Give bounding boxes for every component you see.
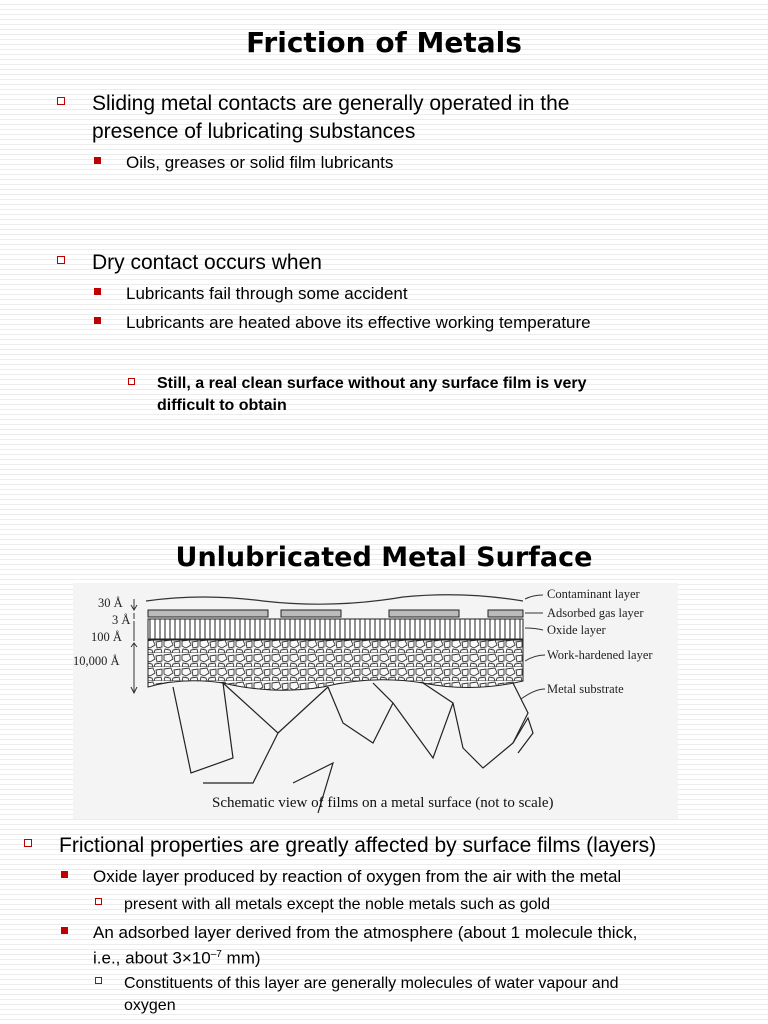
bullet-square-icon (24, 839, 32, 847)
sub-bullet-oxide: Oxide layer produced by reaction of oxyg… (93, 867, 622, 886)
slide2-title: Unlubricated Metal Surface (175, 542, 593, 573)
bullet-filled-icon (61, 871, 68, 878)
bullet-square-icon (128, 378, 135, 385)
bullet-filled-icon (94, 317, 101, 324)
layer-label-adsorbed: Adsorbed gas layer (547, 606, 644, 620)
dim-label-30: 30 Å (98, 596, 123, 610)
sub-bullet-adsorbed-line1: An adsorbed layer derived from the atmos… (93, 923, 638, 942)
note-constituents-line1: Constituents of this layer are generally… (124, 975, 619, 992)
bullet-square-icon (57, 256, 65, 264)
contaminant-layer (145, 594, 524, 605)
slide1-title: Friction of Metals (246, 26, 522, 59)
dimension-arrows (130, 599, 138, 695)
sub-bullet-fail: Lubricants fail through some accident (126, 284, 408, 303)
bullet-frictional-properties: Frictional properties are greatly affect… (59, 834, 657, 857)
note-noble-metals: present with all metals except the noble… (124, 896, 551, 913)
layer-label-work-hardened: Work-hardened layer (547, 648, 653, 662)
adsorbed-gas-patches (147, 609, 524, 618)
bullet-sliding-line1: Sliding metal contacts are generally ope… (92, 92, 570, 115)
bullet-sliding-line2: presence of lubricating substances (92, 120, 416, 143)
layer-label-substrate: Metal substrate (547, 682, 624, 696)
layer-label-contaminant: Contaminant layer (547, 587, 641, 601)
note-clean-surface-line1: Still, a real clean surface without any … (157, 375, 587, 392)
dim-label-100: 100 Å (91, 630, 122, 644)
sub-bullet-oils: Oils, greases or solid film lubricants (126, 153, 394, 172)
exponent-base: 10 (191, 948, 211, 968)
adsorbed-prefix: i.e., about 3 (93, 948, 182, 968)
metal-surface-figure: 30 Å 3 Å 100 Å 10,000 Å (73, 583, 678, 819)
times-symbol: × (181, 948, 192, 968)
bullet-dry-contact: Dry contact occurs when (92, 251, 322, 274)
metal-surface-diagram: 30 Å 3 Å 100 Å 10,000 Å (73, 587, 653, 814)
note-constituents-line2: oxygen (124, 997, 176, 1014)
bullet-filled-icon (94, 288, 101, 295)
bullet-filled-icon (61, 927, 68, 934)
bullet-square-icon (95, 898, 102, 905)
sub-bullet-adsorbed-line2: i.e., about 3×10–7 mm) (93, 944, 261, 970)
bullet-filled-icon (94, 157, 101, 164)
layer-label-oxide: Oxide layer (547, 623, 606, 637)
exponent: –7 (210, 949, 222, 960)
oxide-layer (147, 618, 524, 640)
figure-caption: Schematic view of films on a metal surfa… (212, 795, 554, 811)
work-hardened-layer (147, 639, 524, 691)
leader-lines (520, 594, 546, 700)
dim-label-3: 3 Å (112, 613, 130, 627)
dim-label-10000: 10,000 Å (73, 654, 120, 668)
bullet-square-icon (57, 97, 65, 105)
metal-substrate-grains (172, 682, 534, 814)
sub-bullet-heated: Lubricants are heated above its effectiv… (126, 313, 591, 332)
bullet-square-icon (95, 977, 102, 984)
note-clean-surface-line2: difficult to obtain (157, 397, 287, 414)
unit-suffix: mm) (221, 948, 261, 968)
